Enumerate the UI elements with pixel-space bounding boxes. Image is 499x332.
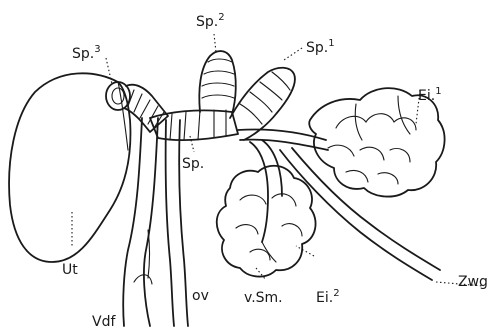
label-sp: Sp. <box>182 156 204 172</box>
egg-cluster-1 <box>309 88 444 196</box>
label-vsm: v.Sm. <box>244 290 283 306</box>
label-ut: Ut <box>62 262 78 278</box>
label-sp1: Sp.1 <box>306 38 335 56</box>
label-vdf: Vdf <box>92 314 116 330</box>
label-ei2: Ei.2 <box>316 288 340 306</box>
spermatheca-coils <box>106 51 295 140</box>
label-sp2: Sp.2 <box>196 12 225 30</box>
label-ei1: Ei.1 <box>418 86 442 104</box>
uterus <box>9 73 130 262</box>
label-zwg: Zwg <box>458 274 488 290</box>
label-ov: ov <box>192 288 209 304</box>
ducts <box>123 118 188 326</box>
label-sp3: Sp.3 <box>72 44 101 62</box>
leader-lines <box>72 34 484 286</box>
oviduct-branches <box>238 129 440 280</box>
